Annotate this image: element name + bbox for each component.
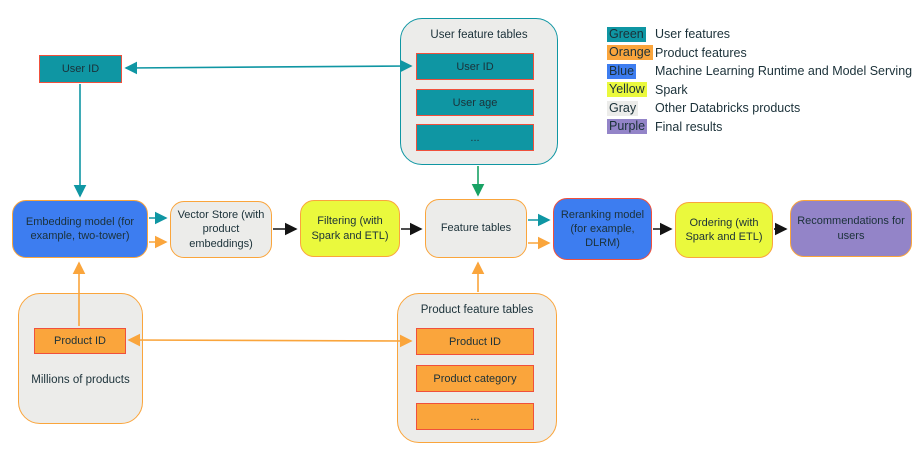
millions-product-id-box: Product ID bbox=[34, 328, 126, 354]
millions-of-products-label: Millions of products bbox=[31, 374, 130, 386]
millions-of-products-container: Product ID Millions of products bbox=[18, 293, 143, 424]
reranking-model-node: Reranking model (for example, DLRM) bbox=[553, 198, 652, 260]
product-feature-field-category: Product category bbox=[416, 365, 534, 392]
arrow-productid-producttable-bidirectional bbox=[127, 333, 413, 348]
legend-label-product-features: Product features bbox=[655, 45, 747, 60]
product-feature-field-product-id: Product ID bbox=[416, 328, 534, 355]
user-feature-field-user-id: User ID bbox=[416, 53, 534, 80]
user-feature-field-user-age: User age bbox=[416, 89, 534, 116]
legend-label-other-products: Other Databricks products bbox=[655, 101, 801, 115]
product-feature-tables-container: Product feature tables Product ID Produc… bbox=[397, 293, 557, 443]
legend-swatch-purple: Purple bbox=[607, 119, 648, 134]
user-feature-tables-container: User feature tables User ID User age ... bbox=[400, 18, 558, 165]
user-feature-field-more: ... bbox=[416, 124, 534, 151]
arrow-userid-usertable-bidirectional bbox=[124, 59, 413, 75]
legend-swatch-gray: Gray bbox=[607, 100, 639, 116]
legend-label-spark: Spark bbox=[655, 82, 688, 97]
legend: Green User features Orange Product featu… bbox=[607, 26, 912, 137]
user-feature-tables-title: User feature tables bbox=[430, 29, 528, 41]
ordering-node: Ordering (with Spark and ETL) bbox=[675, 202, 773, 258]
legend-row-purple: Purple Final results bbox=[607, 119, 912, 135]
product-feature-tables-title: Product feature tables bbox=[420, 304, 534, 316]
embedding-model-node: Embedding model (for example, two-tower) bbox=[12, 200, 148, 258]
legend-row-yellow: Yellow Spark bbox=[607, 82, 912, 98]
legend-label-ml-runtime: Machine Learning Runtime and Model Servi… bbox=[655, 64, 913, 78]
legend-row-orange: Orange Product features bbox=[607, 45, 912, 61]
feature-tables-node: Feature tables bbox=[425, 199, 527, 258]
product-feature-field-more: ... bbox=[416, 403, 534, 430]
legend-row-green: Green User features bbox=[607, 26, 912, 42]
vector-store-node: Vector Store (with product embeddings) bbox=[170, 201, 272, 258]
legend-swatch-yellow: Yellow bbox=[607, 82, 647, 97]
legend-row-blue: Blue Machine Learning Runtime and Model … bbox=[607, 63, 912, 79]
recommendations-node: Recommendations for users bbox=[790, 200, 912, 257]
legend-swatch-orange: Orange bbox=[607, 45, 653, 60]
user-id-source-box: User ID bbox=[39, 55, 122, 83]
legend-label-user-features: User features bbox=[655, 27, 731, 41]
legend-swatch-blue: Blue bbox=[607, 63, 637, 79]
legend-row-gray: Gray Other Databricks products bbox=[607, 100, 912, 116]
legend-label-final-results: Final results bbox=[655, 119, 723, 134]
legend-swatch-green: Green bbox=[607, 26, 646, 42]
filtering-node: Filtering (with Spark and ETL) bbox=[300, 200, 400, 257]
